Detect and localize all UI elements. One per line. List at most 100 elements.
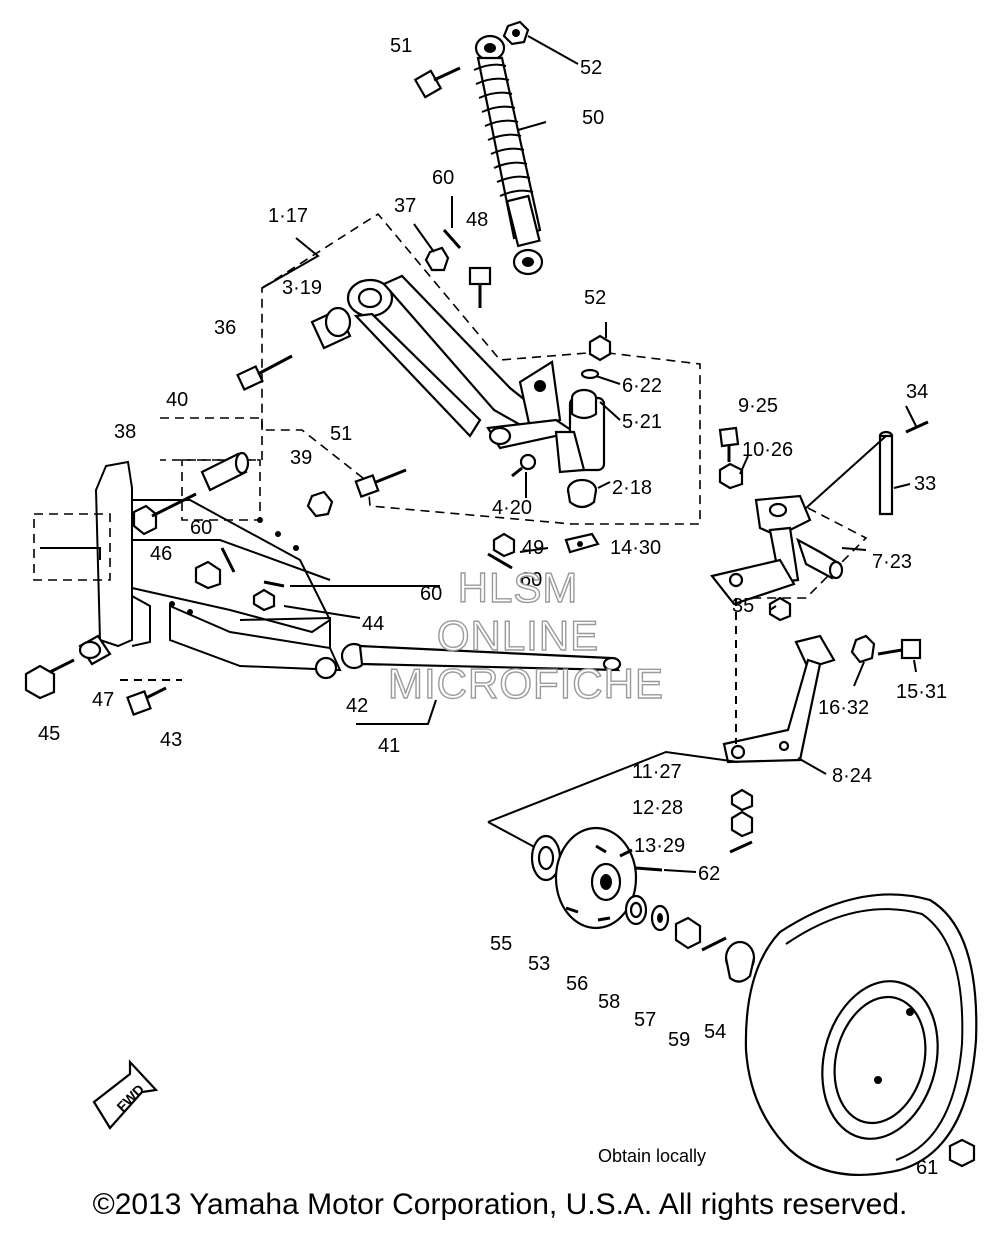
nut-52-mid	[588, 334, 612, 362]
lug-nut-61	[948, 1138, 976, 1168]
bolt-43	[126, 686, 167, 716]
cotter-pin-13-29	[729, 840, 753, 854]
callout-34: 34	[906, 381, 928, 403]
callout-16-32: 16·32	[818, 697, 869, 719]
hub-leader-2	[487, 821, 541, 851]
callout-10-26: 10·26	[742, 439, 793, 461]
nut-10-26	[718, 462, 744, 490]
callout-60-left: 60	[190, 517, 212, 539]
bearing-56	[624, 894, 648, 926]
copyright-text: ©2013 Yamaha Motor Corporation, U.S.A. A…	[92, 1188, 908, 1221]
callout-12-28: 12·28	[632, 797, 683, 819]
leader-44	[283, 605, 361, 619]
bolt-51-top	[413, 66, 461, 99]
callout-50: 50	[582, 107, 604, 129]
arm-drawing	[346, 274, 606, 474]
tie-rod-41	[314, 642, 622, 680]
nut-52-top	[502, 20, 530, 46]
bushing-2-18	[566, 478, 598, 509]
nut-39	[306, 490, 334, 518]
callout-60: 60	[432, 167, 454, 189]
cotter-pin-60-mid	[263, 580, 285, 588]
callout-61: 61	[916, 1157, 938, 1179]
callout-35: 35	[732, 595, 754, 617]
grease-nipple-4-20	[511, 453, 537, 478]
nut-16-32	[850, 634, 876, 664]
bracket-41	[356, 699, 437, 725]
callout-51-mid: 51	[330, 423, 352, 445]
callout-46: 46	[150, 543, 172, 565]
callout-14-30: 14·30	[610, 537, 661, 559]
collar-40	[200, 451, 250, 492]
callout-2-18: 2·18	[612, 477, 652, 499]
callout-37: 37	[394, 195, 416, 217]
callout-45: 45	[38, 723, 60, 745]
callout-39: 39	[290, 447, 312, 469]
callout-13-29: 13·29	[634, 835, 685, 857]
callout-58: 58	[598, 991, 620, 1013]
kingpin-leader	[805, 435, 887, 509]
washer-6-22	[580, 368, 600, 380]
washer-12-28	[730, 810, 754, 838]
king-pin-33	[878, 430, 894, 516]
callout-57: 57	[634, 1009, 656, 1031]
callout-1-17: 1·17	[268, 205, 308, 227]
nut-11-27	[730, 788, 754, 812]
obtain-locally-note: Obtain locally	[598, 1146, 706, 1166]
callout-40: 40	[166, 389, 188, 411]
callout-56: 56	[566, 973, 588, 995]
hub-leader	[487, 750, 739, 823]
watermark-line-1: HLSM	[458, 564, 579, 611]
fwd-arrow: FWD	[92, 1059, 159, 1130]
callout-9-25: 9·25	[738, 395, 778, 417]
callout-52-mid: 52	[584, 287, 606, 309]
nut-46	[194, 560, 222, 590]
cotter-pin-60-left	[220, 547, 236, 573]
cap-54	[724, 940, 756, 983]
callout-33: 33	[914, 473, 936, 495]
callout-51: 51	[390, 35, 412, 57]
bolt-36	[236, 354, 293, 391]
cotter-pin-60-top	[442, 229, 462, 249]
leader-62	[663, 869, 697, 873]
callout-36: 36	[214, 317, 236, 339]
bushing-3-19	[310, 306, 352, 350]
callout-44: 44	[362, 613, 384, 635]
hub-53	[554, 826, 638, 930]
callout-53: 53	[528, 953, 550, 975]
washer-58	[650, 904, 670, 932]
bolt-48	[468, 266, 492, 308]
bolt-51-mid	[354, 468, 407, 499]
callout-60-mid: 60	[420, 583, 442, 605]
tire-wheel	[744, 893, 978, 1176]
cotter-pin-59	[701, 936, 727, 952]
callout-11-27: 11·27	[632, 761, 682, 783]
callout-54: 54	[704, 1021, 726, 1043]
leader-lines	[261, 35, 917, 775]
stud-62	[635, 866, 663, 872]
nut-35	[768, 596, 792, 622]
bushing-5-21	[570, 388, 598, 420]
callout-42: 42	[346, 695, 368, 717]
callout-60-right: 60	[520, 569, 542, 591]
nut-57	[674, 916, 702, 950]
callout-47: 47	[92, 689, 114, 711]
callout-48: 48	[466, 209, 488, 231]
cotter-pin-60-right	[487, 552, 513, 570]
nut-37	[424, 246, 450, 272]
watermark: HLSM ONLINE MICROFICHE	[387, 563, 663, 707]
callout-43: 43	[160, 729, 182, 751]
callout-59: 59	[668, 1029, 690, 1051]
callout-38: 38	[114, 421, 136, 443]
watermark-line-2: ONLINE	[437, 612, 599, 659]
callout-7-23: 7·23	[872, 551, 912, 573]
callout-55: 55	[490, 933, 512, 955]
callout-3-19: 3·19	[282, 277, 322, 299]
pin-9-25	[718, 426, 740, 462]
shock-absorber-drawing	[473, 34, 544, 276]
frame-drawing	[33, 417, 342, 672]
steering-arm-8-24	[722, 634, 836, 764]
clip-14-30	[564, 532, 600, 554]
callout-4-20: 4·20	[492, 497, 532, 519]
